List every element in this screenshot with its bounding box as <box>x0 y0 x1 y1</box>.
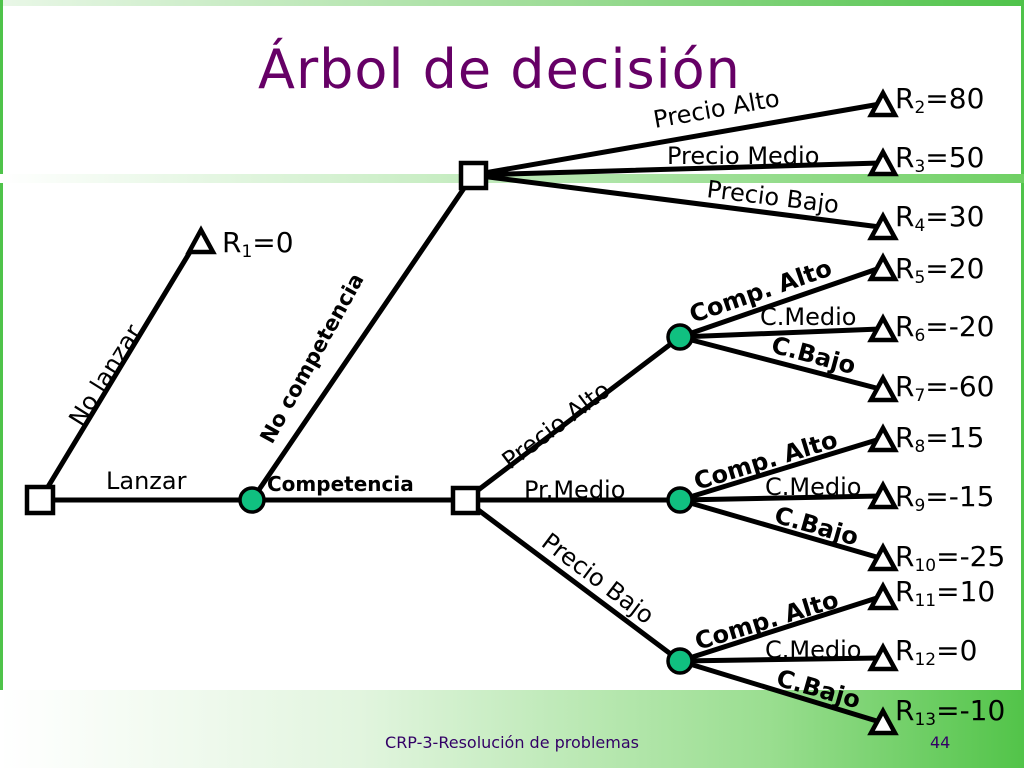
edge-top-precio-bajo <box>470 172 883 230</box>
terminal-nodes <box>185 88 899 736</box>
chance-node-mercado <box>238 486 266 514</box>
label-pr-medio: Pr.Medio <box>524 476 625 504</box>
edge-top-precio-alto <box>470 101 883 178</box>
decision-node-no-competencia <box>458 160 489 191</box>
edge-no-competencia <box>249 172 476 503</box>
label-precio-bajo: Precio Bajo <box>536 527 659 629</box>
label-top-precio-medio: Precio Medio <box>667 142 819 170</box>
payoff-r9: R9=-15 <box>895 480 995 516</box>
edge-precio-alto <box>462 334 683 503</box>
label-no-competencia: No competencia <box>255 269 368 447</box>
terminal-node-r4 <box>867 211 899 241</box>
payoff-r8: R8=15 <box>895 421 984 457</box>
terminal-node-r12 <box>867 642 899 672</box>
label-c-bajo-2: C.Bajo <box>771 501 861 552</box>
edge-comp-alto-1 <box>677 265 883 340</box>
chance-node-precio-alto <box>666 323 694 351</box>
payoff-r10: R10=-25 <box>895 540 1005 576</box>
edge-precio-bajo <box>462 497 683 664</box>
payoff-r11: R11=10 <box>895 575 995 611</box>
terminal-node-r2 <box>867 88 899 118</box>
edge-c-bajo-3 <box>677 658 883 725</box>
footer-band <box>0 690 1024 768</box>
page-number: 44 <box>930 733 951 752</box>
decision-node-competencia <box>450 485 481 516</box>
edge-c-bajo-2 <box>677 497 883 561</box>
tree-edges <box>37 101 883 725</box>
label-precio-alto: Precio Alto <box>497 376 616 475</box>
edge-c-medio-1 <box>677 326 883 340</box>
payoff-r12: R12=0 <box>895 634 977 670</box>
terminal-node-r3 <box>867 147 899 177</box>
terminal-node-r8 <box>867 423 899 453</box>
slide-title: Árbol de decisión <box>258 38 741 101</box>
right-border <box>1021 0 1024 768</box>
edge-c-medio-3 <box>677 655 883 664</box>
payoff-r4: R4=30 <box>895 200 984 236</box>
payoff-r7: R7=-60 <box>895 370 995 406</box>
label-c-medio-2: C.Medio <box>765 473 861 501</box>
terminal-node-r11 <box>867 581 899 611</box>
terminal-node-r9 <box>867 480 899 510</box>
label-no-lanzar: No lanzar <box>63 320 147 432</box>
edge-c-medio-2 <box>677 493 883 503</box>
left-border <box>0 0 3 768</box>
payoff-r2: R2=80 <box>895 82 984 118</box>
payoff-r13: R13=-10 <box>895 694 1005 730</box>
edge-no-lanzar <box>37 239 199 503</box>
edge-c-bajo-1 <box>677 334 883 392</box>
payoff-labels: R1=0 R2=80 R3=50 R4=30 R5=20 R6=-20 R7=-… <box>222 82 1005 730</box>
chance-node-precio-bajo <box>666 647 694 675</box>
edge-comp-alto-2 <box>677 436 883 503</box>
label-c-medio-1: C.Medio <box>760 303 856 331</box>
terminal-node-r6 <box>867 313 899 343</box>
terminal-node-r7 <box>867 373 899 403</box>
payoff-r5: R5=20 <box>895 252 984 288</box>
label-c-medio-3: C.Medio <box>765 636 861 664</box>
terminal-node-r10 <box>867 542 899 572</box>
terminal-node-r5 <box>867 252 899 282</box>
footer-text: CRP-3-Resolución de problemas <box>385 733 639 752</box>
label-c-bajo-3: C.Bajo <box>773 664 863 715</box>
payoff-r1: R1=0 <box>222 226 294 262</box>
terminal-node-r1 <box>185 225 217 255</box>
label-competencia: Competencia <box>267 472 414 496</box>
top-border <box>0 0 1024 6</box>
edge-comp-alto-3 <box>677 594 883 664</box>
decision-node-root <box>24 484 56 516</box>
payoff-r3: R3=50 <box>895 141 984 177</box>
payoff-r6: R6=-20 <box>895 310 995 346</box>
label-lanzar: Lanzar <box>106 467 187 495</box>
chance-node-precio-medio <box>666 486 694 514</box>
edge-top-precio-medio <box>470 160 883 178</box>
terminal-node-r13 <box>867 706 899 736</box>
